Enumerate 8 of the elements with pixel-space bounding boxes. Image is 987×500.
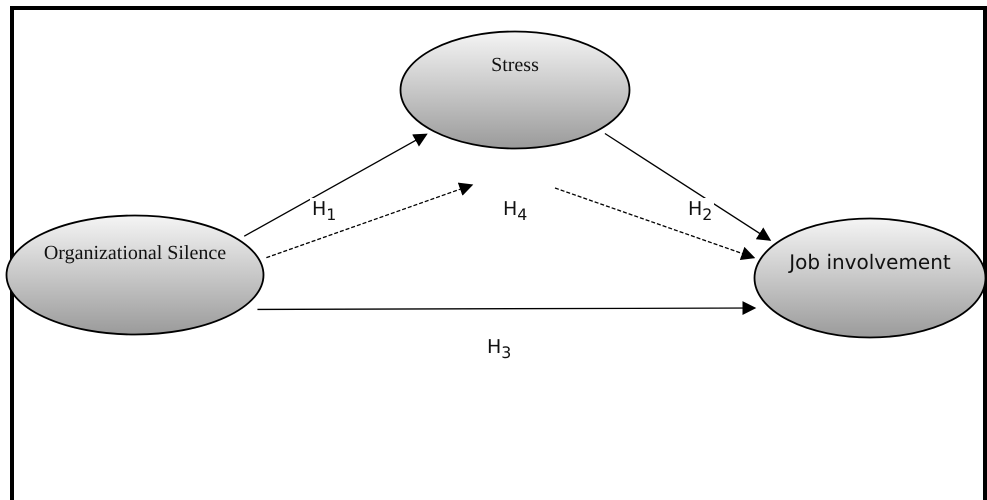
node-label: Stress (490, 53, 540, 78)
arrow (244, 134, 428, 237)
node-label: Organizational Silence (42, 241, 228, 266)
arrow (554, 187, 756, 260)
node-label: Job involvement (787, 249, 952, 275)
arrow (266, 182, 474, 258)
arrow (257, 301, 756, 316)
arrow (604, 132, 772, 241)
